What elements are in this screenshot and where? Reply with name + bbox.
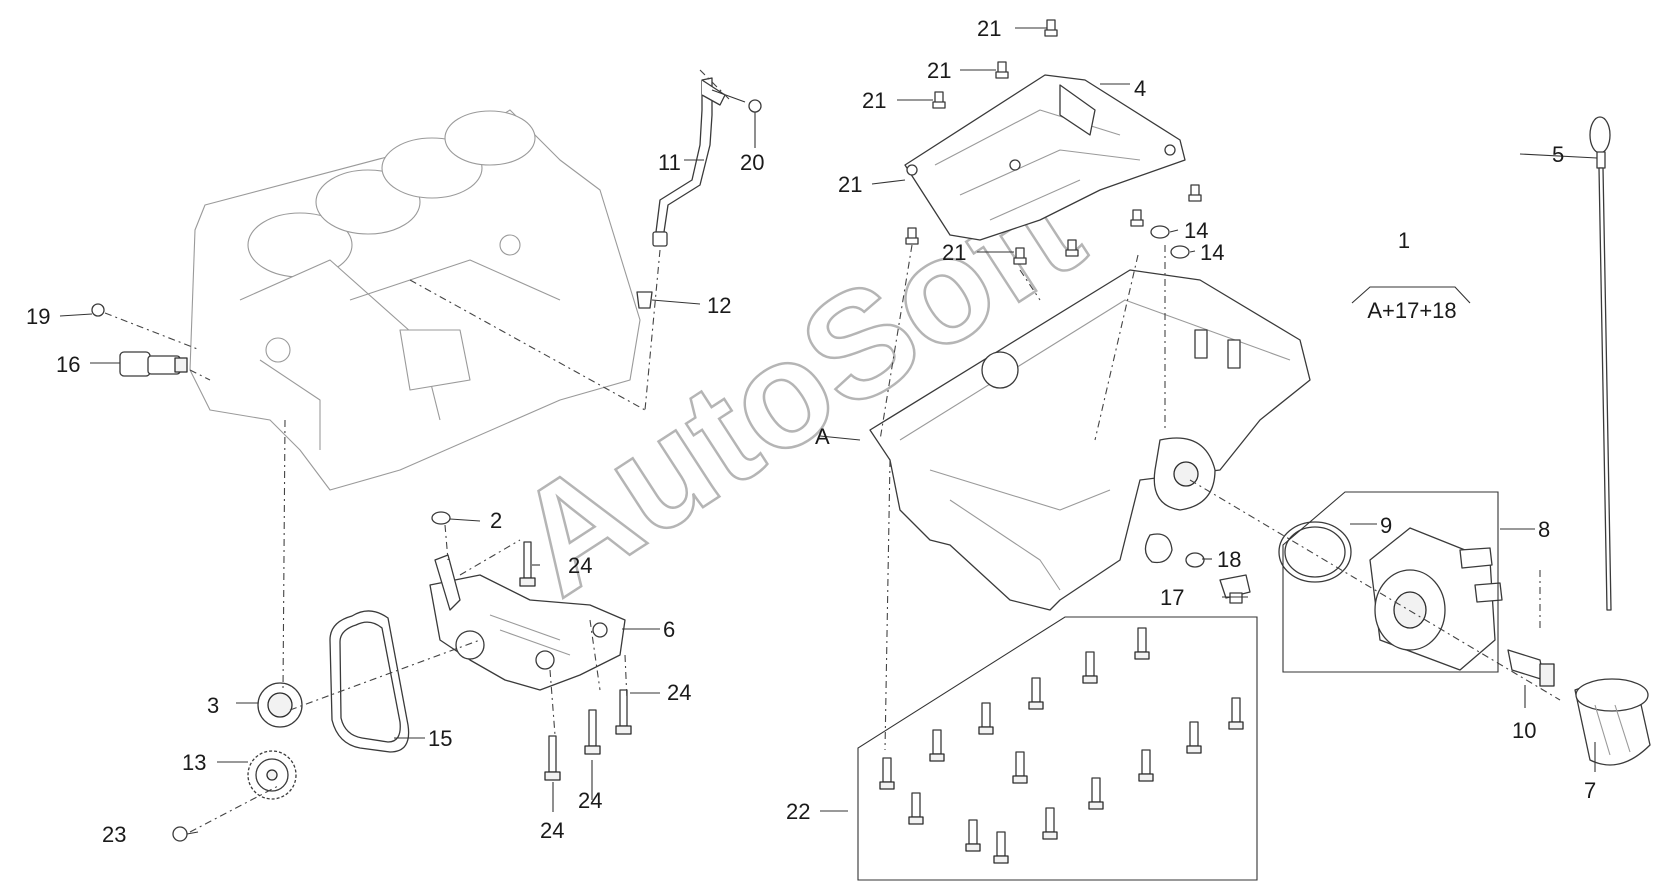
callout-14b: 14 [1200, 240, 1224, 265]
baffle-orings [1150, 225, 1190, 259]
callout-22: 22 [786, 799, 810, 824]
oil-cooler [1369, 527, 1503, 671]
callout-9: 9 [1380, 513, 1392, 538]
pan-bolt-group-box [857, 616, 1258, 881]
callout-1: 1 [1398, 228, 1410, 253]
sensor-bolt [91, 303, 105, 317]
leader-lines [59, 27, 1598, 812]
pump-oring [431, 511, 451, 525]
drain-plug [1219, 574, 1251, 604]
oil-cooler-group-box [1282, 491, 1499, 673]
grommet [636, 291, 653, 309]
callout-labels: 1 A+17+18 2 3 4 5 6 7 8 9 10 11 12 13 14… [26, 16, 1596, 847]
oil-filter [1574, 678, 1651, 766]
dipstick [1589, 116, 1612, 611]
callout-24c: 24 [578, 788, 602, 813]
callout-2: 2 [490, 508, 502, 533]
dipstick-guide-tube [652, 77, 726, 247]
oil-pump [429, 554, 626, 691]
callout-4: 4 [1134, 76, 1146, 101]
pump-bolts [519, 541, 632, 781]
assembly-bracket [1351, 286, 1471, 304]
oil-pressure-switch [119, 351, 188, 377]
oil-pan [869, 269, 1311, 611]
callout-7: 7 [1584, 778, 1596, 803]
callout-A: A [815, 424, 830, 449]
callout-24d: 24 [540, 818, 564, 843]
callout-21b: 21 [927, 58, 951, 83]
callout-21a: 21 [977, 16, 1001, 41]
callout-18: 18 [1217, 547, 1241, 572]
cooler-bolt [1507, 649, 1555, 687]
callout-8: 8 [1538, 517, 1550, 542]
callout-17: 17 [1160, 585, 1184, 610]
callout-5: 5 [1552, 142, 1564, 167]
callout-23: 23 [102, 822, 126, 847]
callout-21e: 21 [942, 240, 966, 265]
callout-13: 13 [182, 750, 206, 775]
callout-19: 19 [26, 304, 50, 329]
sprocket-bolt [172, 826, 199, 842]
oil-pump-sprocket [247, 750, 297, 800]
callout-21c: 21 [862, 88, 886, 113]
callout-assembly-formula: A+17+18 [1367, 298, 1456, 323]
callout-11: 11 [658, 150, 681, 175]
drain-washer [1185, 552, 1205, 568]
callout-15: 15 [428, 726, 452, 751]
engine-block [189, 109, 641, 491]
callout-12: 12 [707, 293, 731, 318]
callout-3: 3 [207, 693, 219, 718]
callout-10: 10 [1512, 718, 1536, 743]
baffle-bolts [905, 19, 1202, 265]
oil-pan-bolts [879, 627, 1244, 864]
crankshaft-sprocket [257, 682, 303, 728]
callout-16: 16 [56, 352, 80, 377]
callout-6: 6 [663, 617, 675, 642]
callout-14a: 14 [1184, 218, 1208, 243]
callout-21d: 21 [838, 172, 862, 197]
guide-bolt [711, 89, 762, 113]
callout-20: 20 [740, 150, 764, 175]
callout-24b: 24 [667, 680, 691, 705]
oil-baffle-plate [904, 74, 1186, 241]
oil-pump-chain [329, 610, 410, 753]
callout-24a: 24 [568, 553, 592, 578]
oil-cooler-gasket [1278, 521, 1352, 583]
